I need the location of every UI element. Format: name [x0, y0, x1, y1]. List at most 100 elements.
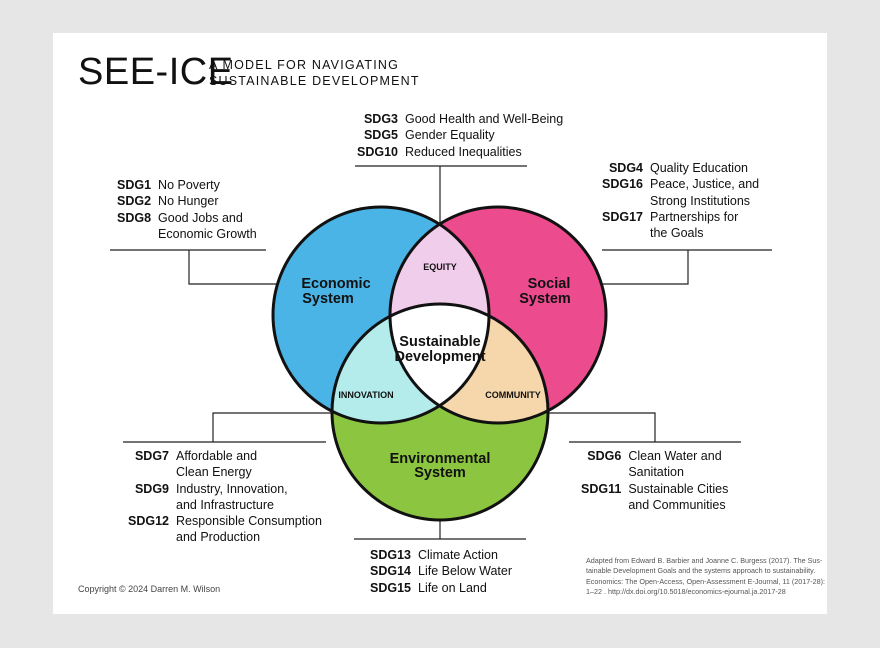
sdg-row: SDG15 Life on Land	[370, 580, 512, 596]
sdg-code	[602, 225, 650, 241]
credit-line: 1–22 . http://dx.doi.org/10.5018/economi…	[586, 587, 786, 597]
sdg-name: Partnerships for	[650, 209, 739, 224]
sdg-code: SDG11	[581, 481, 622, 496]
sdg-name: and Production	[176, 530, 261, 545]
circle-outlines	[271, 205, 608, 522]
economic-label-1: Economic	[301, 276, 370, 292]
sdg-row: SDG9 Industry, Innovation,	[128, 481, 322, 497]
credit-line: Economics: The Open-Access, Open-Assessm…	[586, 576, 826, 586]
sdg-name: Life on Land	[418, 580, 487, 595]
sdg-name: Clean Water and	[628, 449, 722, 463]
subtitle: A MODEL FOR NAVIGATING SUSTAINABLE DEVEL…	[209, 57, 420, 89]
sdg-name: Responsible Consumption	[176, 514, 322, 529]
sdg-name: No Poverty	[158, 178, 220, 192]
sdg-code: SDG15	[370, 580, 411, 595]
sdg-code	[128, 529, 176, 545]
economic-label-2: System	[302, 291, 354, 307]
sdg-code: SDG13	[370, 548, 411, 562]
sdg-code: SDG12	[128, 514, 169, 529]
sdg-row: SDG3 Good Health and Well-Being	[357, 111, 563, 127]
equity-label: EQUITY	[423, 262, 457, 272]
sdg-name: and Communities	[628, 497, 726, 512]
subtitle-line-1: A MODEL FOR NAVIGATING	[209, 58, 400, 72]
sdg-row: Economic Growth	[117, 226, 257, 242]
sdg-name: Peace, Justice, and	[650, 177, 760, 192]
sdg-row: SDG1 No Poverty	[117, 177, 257, 193]
sdg-name: Climate Action	[418, 548, 498, 562]
sdg-row: SDG12 Responsible Consumption	[128, 513, 322, 529]
sdg-code: SDG16	[602, 177, 643, 192]
social-label-1: Social	[528, 276, 571, 292]
sdg-row: and Production	[128, 529, 322, 545]
sdg-code: SDG7	[134, 449, 169, 463]
sdg-code: SDG8	[117, 210, 152, 225]
sdg-name: Sanitation	[628, 465, 684, 480]
connector-left-path	[188, 250, 307, 285]
sdg-code: SDG2	[117, 194, 152, 209]
sdg-row: SDG14 Life Below Water	[370, 563, 512, 579]
sdg-row: SDG7 Affordable and	[128, 448, 322, 464]
sdg-row: SDG2 No Hunger	[117, 193, 257, 209]
sdg-row: SDG4 Quality Education	[602, 160, 759, 176]
environmental-label-1: Environmental	[390, 451, 491, 467]
sdg-code: SDG5	[363, 128, 398, 143]
sdg-code: SDG14	[370, 564, 411, 579]
credit-line: tainable Development Goals and the syste…	[586, 566, 816, 576]
sdg-name: Reduced Inequalities	[405, 144, 522, 159]
sdg-row: the Goals	[602, 225, 759, 241]
sdg-name: Life Below Water	[418, 564, 513, 579]
sdg-code: SDG4	[608, 161, 643, 175]
sdg-name: Gender Equality	[405, 128, 495, 143]
sdg-code: SDG10	[357, 144, 398, 159]
sdg-name: Economic Growth	[158, 226, 257, 241]
sdg-name: Sustainable Cities	[628, 481, 729, 496]
sdg-code	[117, 226, 158, 242]
sdg-row: Clean Energy	[128, 464, 322, 480]
sdg-name: Good Jobs and	[158, 210, 243, 225]
sdg-code: SDG1	[117, 178, 152, 192]
sdg-name: and Infrastructure	[176, 497, 274, 512]
sdg-row: Sanitation	[581, 464, 728, 480]
innovation-label: INNOVATION	[338, 390, 393, 400]
sdg-name: Affordable and	[176, 449, 258, 463]
sdg-name: the Goals	[650, 226, 704, 241]
sdg-code	[581, 497, 628, 513]
credit-line: Adapted from Edward B. Barbier and Joann…	[586, 556, 823, 565]
social-label-2: System	[519, 291, 571, 307]
copyright: Copyright © 2024 Darren M. Wilson	[78, 584, 221, 594]
sdg-row: SDG16 Peace, Justice, and	[602, 176, 759, 192]
sdg-row: SDG10 Reduced Inequalities	[357, 144, 563, 160]
sdg-row: and Infrastructure	[128, 497, 322, 513]
subtitle-line-2: SUSTAINABLE DEVELOPMENT	[209, 74, 420, 88]
sdg-row: SDG17 Partnerships for	[602, 209, 759, 225]
sdg-row: SDG11 Sustainable Cities	[581, 481, 728, 497]
sdg-name: Industry, Innovation,	[176, 481, 288, 496]
sdg-name: Good Health and Well-Being	[405, 112, 564, 126]
sdg-code	[581, 464, 628, 480]
sdg-row: SDG13 Climate Action	[370, 547, 512, 563]
sdg-row: and Communities	[581, 497, 728, 513]
sdg-name: Strong Institutions	[650, 193, 751, 208]
environmental-label-2: System	[414, 465, 466, 481]
sdg-code: SDG17	[602, 209, 643, 224]
sdg-code	[128, 464, 176, 480]
sdg-code: SDG9	[134, 481, 169, 496]
sdg-name: Quality Education	[650, 161, 748, 175]
sdg-name: No Hunger	[158, 194, 219, 209]
sdg-name: Clean Energy	[176, 465, 252, 480]
sdg-code	[602, 193, 650, 209]
sdg-row: SDG5 Gender Equality	[357, 127, 563, 143]
community-label: COMMUNITY	[485, 390, 541, 400]
brand-title: SEE-ICE	[78, 51, 234, 93]
source-credit: Adapted from Edward B. Barbier and Joann…	[586, 556, 826, 598]
sdg-code: SDG3	[363, 112, 398, 126]
center-label-1: Sustainable	[399, 334, 480, 350]
